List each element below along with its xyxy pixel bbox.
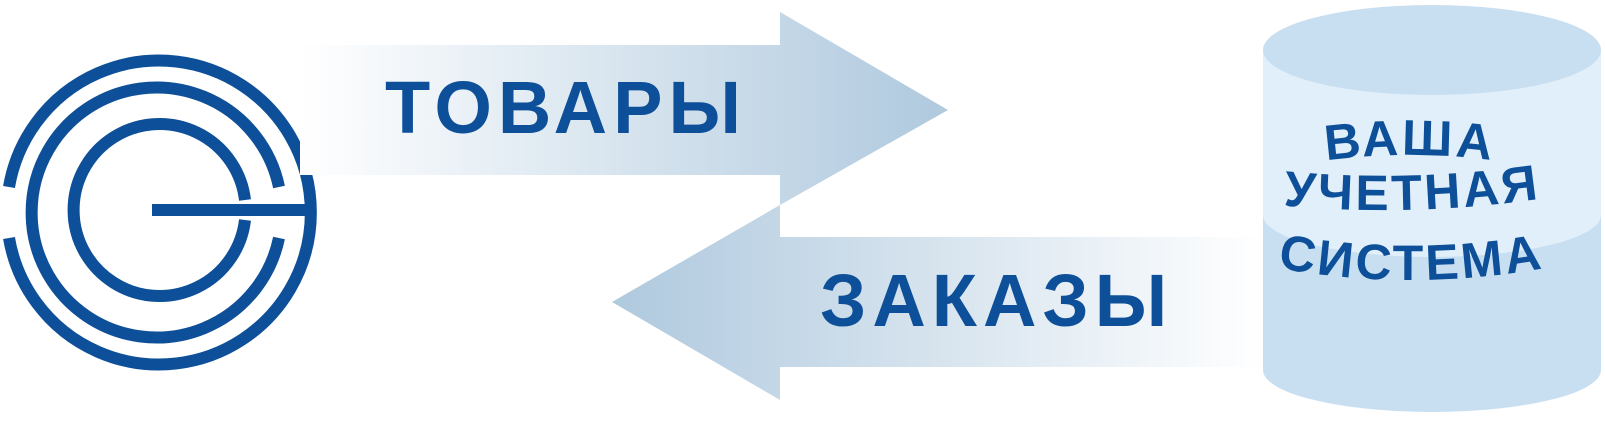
company-logo [3, 54, 317, 371]
orders-arrow: ЗАКАЗЫ [612, 205, 1265, 400]
logo-inner-ring [67, 118, 251, 302]
logo-middle-ring [25, 81, 285, 344]
goods-arrow: ТОВАРЫ [300, 12, 948, 205]
goods-label: ТОВАРЫ [385, 66, 747, 149]
database-label-line1: ВАША [1322, 110, 1499, 172]
accounting-system-cylinder: ВАША УЧЕТНАЯ СИСТЕМА [1263, 5, 1601, 412]
database-label-line2: УЧЕТНАЯ [1282, 154, 1543, 221]
orders-label: ЗАКАЗЫ [820, 259, 1173, 342]
logo-outer-ring [3, 54, 317, 371]
